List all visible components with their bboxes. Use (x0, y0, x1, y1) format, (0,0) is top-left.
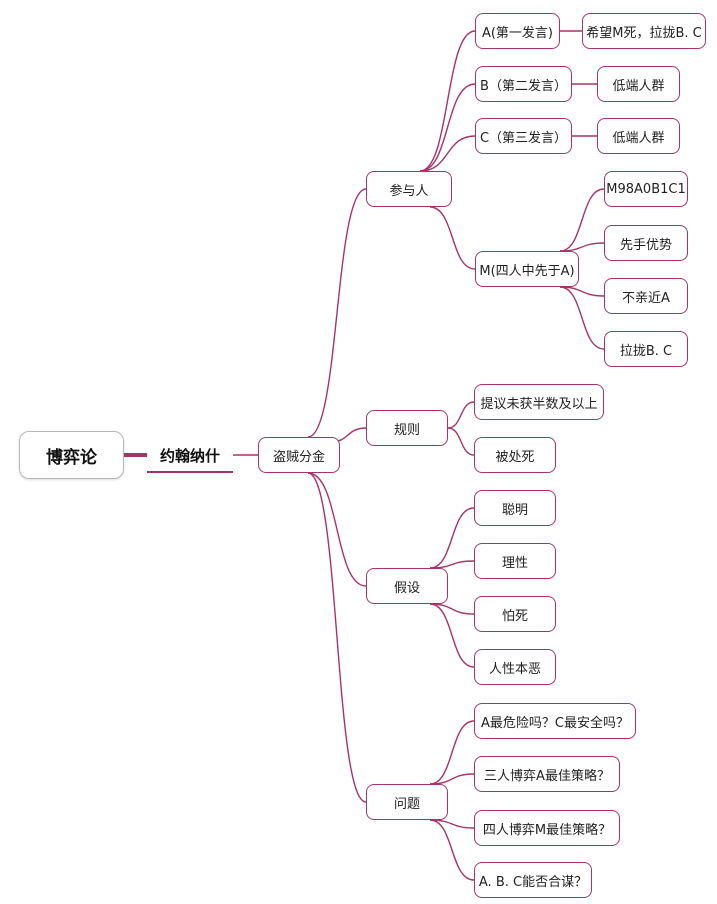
author-underline (147, 471, 233, 473)
edge-m-child-2 (559, 242, 605, 252)
branch-questions[interactable]: 问题 (366, 784, 448, 820)
edge-question-2 (429, 773, 475, 785)
root-node[interactable]: 博弈论 (19, 431, 124, 479)
m-child-1[interactable]: M98A0B1C1 (604, 171, 688, 207)
question-1[interactable]: A最危险吗？C最安全吗？ (474, 703, 636, 739)
edge-participants-c (419, 135, 476, 172)
participant-a-detail[interactable]: 希望M死，拉拢B. C (582, 13, 706, 49)
m-child-3[interactable]: 不亲近A (604, 278, 688, 314)
edge-participants-a (419, 30, 476, 172)
rule-2[interactable]: 被处死 (474, 437, 556, 473)
participant-c-detail[interactable]: 低端人群 (597, 118, 680, 154)
edge-participants-b (419, 83, 476, 172)
m-child-2[interactable]: 先手优势 (604, 225, 688, 261)
participant-m[interactable]: M(四人中先于A) (475, 251, 579, 287)
assumption-1[interactable]: 聪明 (474, 490, 556, 526)
question-3[interactable]: 四人博弈M最佳策略？ (474, 810, 620, 846)
branch-assumptions[interactable]: 假设 (366, 568, 448, 604)
participant-b[interactable]: B（第二发言） (475, 66, 572, 102)
assumption-4[interactable]: 人性本恶 (474, 649, 556, 685)
edge-assumption-1 (429, 507, 475, 569)
participant-a[interactable]: A(第一发言) (475, 13, 560, 49)
edge-m-child-4 (559, 286, 605, 350)
question-2[interactable]: 三人博弈A最佳策略？ (474, 756, 620, 792)
assumption-3[interactable]: 怕死 (474, 596, 556, 632)
branch-participants[interactable]: 参与人 (366, 171, 452, 207)
edge-topic-participants (307, 188, 367, 438)
participant-b-detail[interactable]: 低端人群 (597, 66, 680, 102)
question-4[interactable]: A. B. C能否合谋？ (474, 862, 592, 898)
edge-assumption-3 (429, 603, 475, 615)
edge-m-child-1 (559, 188, 605, 252)
edge-question-3 (429, 819, 475, 829)
edge-participants-m (429, 206, 476, 270)
edge-rules-1 (447, 401, 475, 429)
participant-c[interactable]: C（第三发言） (475, 118, 572, 154)
m-child-4[interactable]: 拉拢B. C (604, 331, 688, 367)
edge-question-1 (429, 720, 475, 785)
edge-topic-questions (307, 472, 367, 803)
branch-rules[interactable]: 规则 (366, 410, 448, 446)
edge-rules-2 (447, 427, 475, 456)
edge-assumption-2 (429, 560, 475, 569)
edge-m-child-3 (559, 286, 605, 297)
rule-1[interactable]: 提议未获半数及以上 (474, 384, 604, 420)
edge-topic-assumptions (307, 472, 367, 587)
author-node[interactable]: 约翰纳什 (159, 446, 220, 465)
edge-question-4 (429, 819, 475, 881)
edge-assumption-4 (429, 603, 475, 668)
assumption-2[interactable]: 理性 (474, 543, 556, 579)
topic-node[interactable]: 盗贼分金 (258, 437, 340, 473)
